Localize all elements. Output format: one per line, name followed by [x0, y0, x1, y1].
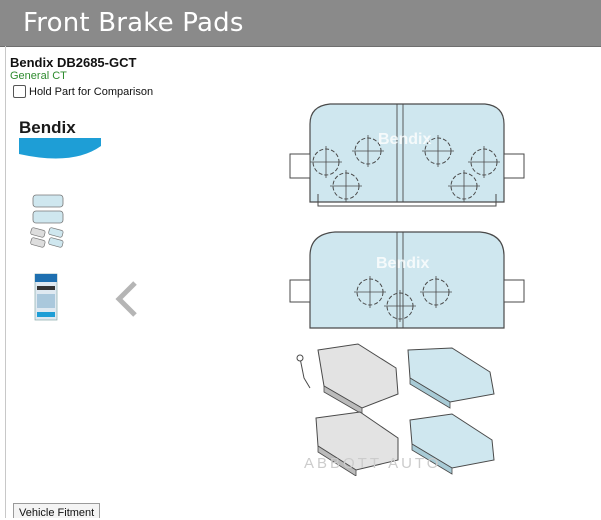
page-header: Front Brake Pads [0, 0, 601, 47]
bendix-logo: Bendix [19, 118, 101, 159]
page-title: Front Brake Pads [23, 8, 244, 38]
pad-upper-view: Bendix [289, 103, 525, 207]
svg-text:Bendix: Bendix [378, 131, 431, 148]
product-panel [5, 46, 601, 518]
watermark-text: ABBOTT AUTO [304, 455, 441, 472]
thumbnail-box-photo[interactable] [30, 272, 60, 322]
hold-part-checkbox[interactable]: Hold Part for Comparison [13, 85, 153, 98]
checkbox-icon[interactable] [13, 85, 26, 98]
svg-text:Bendix: Bendix [376, 255, 429, 272]
chevron-left-icon [115, 281, 137, 317]
hold-part-label: Hold Part for Comparison [29, 85, 154, 98]
part-name: Bendix DB2685-GCT [10, 55, 137, 70]
thumbnail-pad-drawing[interactable] [27, 193, 69, 248]
vehicle-fitment-tab[interactable]: Vehicle Fitment [13, 503, 101, 519]
part-range: General CT [10, 70, 67, 82]
pad-iso-views: ABBOTT AUTO [296, 343, 495, 476]
gallery-prev-button[interactable] [113, 279, 141, 319]
logo-swoosh [19, 138, 101, 159]
brake-pad-drawing: Bendix Bendix ABBOTT AUTO [289, 103, 525, 476]
logo-text: Bendix [19, 118, 76, 137]
pad-lower-view: Bendix [289, 231, 525, 329]
